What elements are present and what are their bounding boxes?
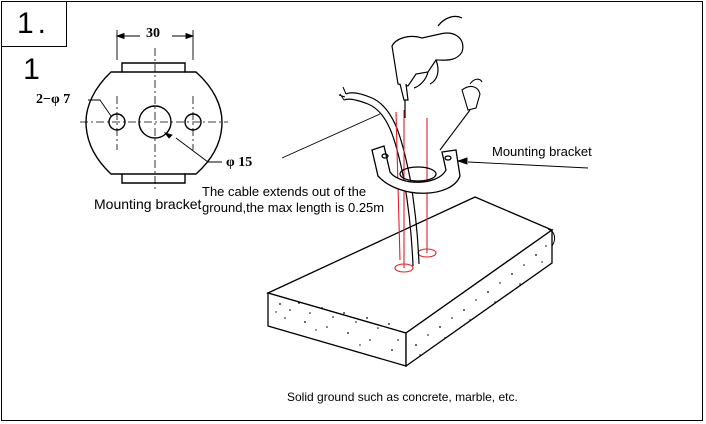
bracket-leaders <box>88 99 222 163</box>
screwdriver-tool <box>439 78 483 151</box>
center-lines <box>80 48 228 192</box>
concrete-texture <box>275 245 547 356</box>
cable-length-note: The cable extends out of the ground,the … <box>202 184 385 215</box>
width-dimension <box>115 30 195 60</box>
ground-caption: Solid ground such as concrete, marble, e… <box>287 390 518 404</box>
drill-tool <box>391 15 464 118</box>
bracket-top-view <box>85 62 223 184</box>
cable-note-leader <box>281 113 381 159</box>
small-hole-label: 2−φ 7 <box>36 92 71 107</box>
width-dimension-label: 30 <box>146 26 160 41</box>
mounting-bracket-callout: Mounting bracket <box>492 144 592 159</box>
ground-slab <box>266 196 556 368</box>
u-bracket <box>371 145 461 194</box>
bracket-callout-leader <box>456 157 589 169</box>
center-hole-label: φ 15 <box>226 155 253 170</box>
cable <box>338 86 420 267</box>
step-number: 1. 1 <box>1 1 67 86</box>
bracket-caption: Mounting bracket <box>94 196 202 212</box>
